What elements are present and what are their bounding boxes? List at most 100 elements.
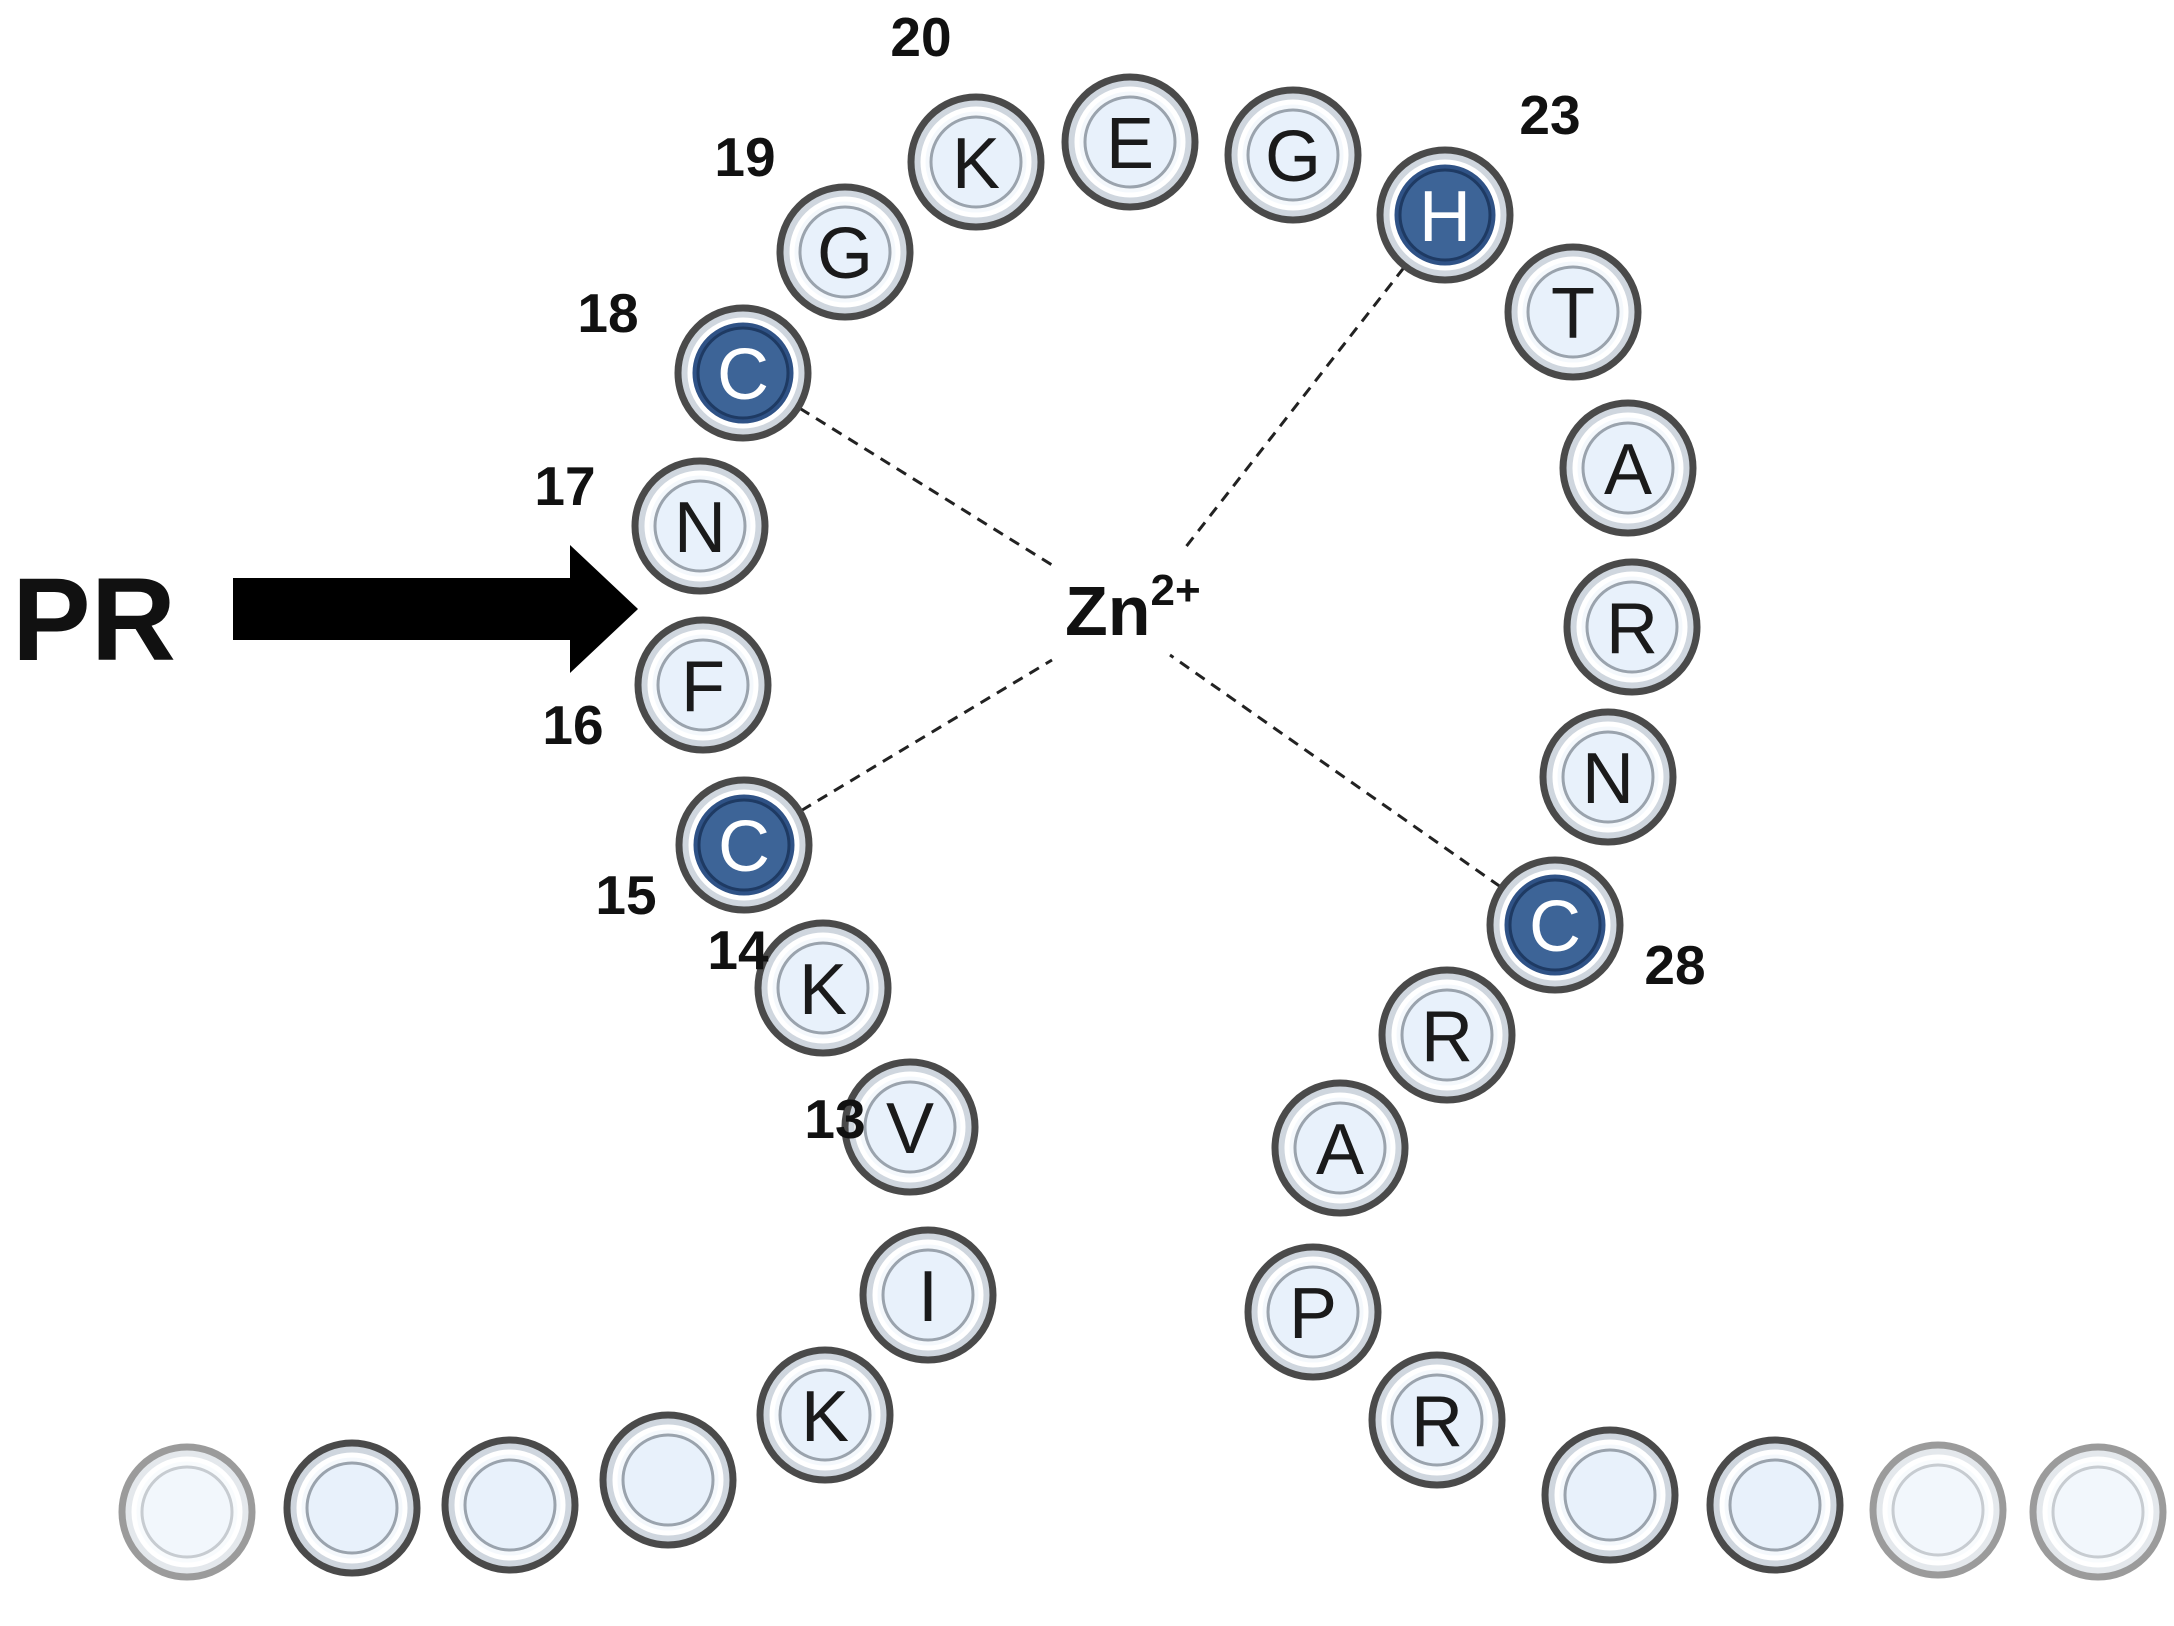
bead-core [1585, 580, 1679, 674]
position-number-17: 17 [534, 455, 595, 517]
bead-core [1398, 168, 1492, 262]
bead-core [305, 1461, 399, 1555]
bead-core [1266, 1265, 1360, 1359]
zinc-symbol: Zn [1065, 572, 1151, 650]
bead-core [1563, 1448, 1657, 1542]
residue-unlabeled-2 [441, 1436, 579, 1574]
residue-letter: P [1289, 1274, 1337, 1354]
bead-core [1728, 1458, 1822, 1552]
residue-letter: E [1106, 104, 1154, 184]
residue-t-17: T [1504, 243, 1642, 381]
bead-core [1561, 730, 1655, 824]
residue-letter: F [681, 647, 725, 727]
bead-core [697, 798, 791, 892]
residue-r-19: R [1563, 558, 1701, 696]
coordination-bond-15 [800, 658, 1053, 812]
residue-letter: H [1419, 177, 1471, 257]
residue-unlabeled-3 [599, 1411, 737, 1549]
residue-letter: V [886, 1089, 934, 1169]
bead-core [1246, 108, 1340, 202]
residue-letter: A [1316, 1110, 1364, 1190]
bead-core [656, 638, 750, 732]
bead-core [778, 1368, 872, 1462]
bead-core [776, 941, 870, 1035]
coordination-bonds [799, 266, 1502, 888]
residue-unlabeled-27 [1706, 1436, 1844, 1574]
residue-letter: G [1265, 117, 1321, 197]
residue-letter: R [1421, 997, 1473, 1077]
residue-13: V [841, 1058, 979, 1196]
residue-letter: A [1604, 430, 1652, 510]
residue-18: C [674, 304, 812, 442]
residue-letter: I [918, 1257, 938, 1337]
bead-core [1400, 988, 1494, 1082]
bead-core [1891, 1463, 1985, 1557]
bead-core [1581, 421, 1675, 515]
residue-23: H [1376, 146, 1514, 284]
residue-letter: C [1529, 887, 1581, 967]
residue-letter: K [952, 124, 1000, 204]
residue-19: G [776, 183, 914, 321]
bead-core [621, 1433, 715, 1527]
residue-letter: G [817, 214, 873, 294]
pr-label: PR [12, 554, 176, 686]
bead-core [881, 1248, 975, 1342]
residue-a-23: A [1271, 1079, 1409, 1217]
residue-unlabeled-29 [2029, 1443, 2167, 1581]
position-number-28: 28 [1644, 934, 1705, 996]
bead-core [1526, 265, 1620, 359]
residue-unlabeled-0 [118, 1443, 256, 1581]
bead-core [463, 1458, 557, 1552]
position-number-20: 20 [890, 6, 951, 68]
residue-20: K [907, 93, 1045, 231]
residue-letter: N [674, 488, 726, 568]
bead-core [696, 326, 790, 420]
residue-unlabeled-28 [1869, 1441, 2007, 1579]
position-number-13: 13 [804, 1088, 865, 1150]
residue-28: C [1486, 856, 1624, 994]
bead-core [653, 479, 747, 573]
residue-letter: C [718, 807, 770, 887]
position-number-18: 18 [577, 282, 638, 344]
right-arrow-icon [233, 545, 638, 673]
bead-core [2051, 1465, 2145, 1559]
coordination-bond-23 [1183, 266, 1405, 549]
bead-core [1083, 95, 1177, 189]
position-number-19: 19 [714, 126, 775, 188]
residue-17: N [631, 457, 769, 595]
residue-n-20: N [1539, 708, 1677, 846]
bead-core [1293, 1101, 1387, 1195]
residue-15: C [675, 776, 813, 914]
position-number-23: 23 [1519, 84, 1580, 146]
residue-k-4: K [756, 1346, 894, 1484]
residue-letter: C [717, 335, 769, 415]
coordination-bond-18 [799, 407, 1053, 567]
residue-a-18: A [1559, 399, 1697, 537]
residue-letter: K [801, 1377, 849, 1457]
residue-letter: K [799, 950, 847, 1030]
bead-core [929, 115, 1023, 209]
residue-letter: R [1606, 589, 1658, 669]
position-number-14: 14 [707, 919, 769, 981]
zinc-charge: 2+ [1151, 566, 1201, 615]
residue-letter: T [1551, 274, 1595, 354]
bead-core [863, 1080, 957, 1174]
bead-core [798, 205, 892, 299]
zinc-ion-label: Zn2+ [1065, 566, 1201, 650]
residue-g-15: G [1224, 86, 1362, 224]
residue-letter: R [1411, 1382, 1463, 1462]
residue-i-5: I [859, 1226, 997, 1364]
residue-r-22: R [1378, 966, 1516, 1104]
bead-core [1508, 878, 1602, 972]
residue-unlabeled-1 [283, 1439, 421, 1577]
bead-core [1390, 1373, 1484, 1467]
coordination-bond-28 [1169, 653, 1502, 888]
residue-16: F [634, 616, 772, 754]
bead-core [140, 1465, 234, 1559]
residue-r-25: R [1368, 1351, 1506, 1489]
residue-letter: N [1582, 739, 1634, 819]
residue-p-24: P [1244, 1243, 1382, 1381]
